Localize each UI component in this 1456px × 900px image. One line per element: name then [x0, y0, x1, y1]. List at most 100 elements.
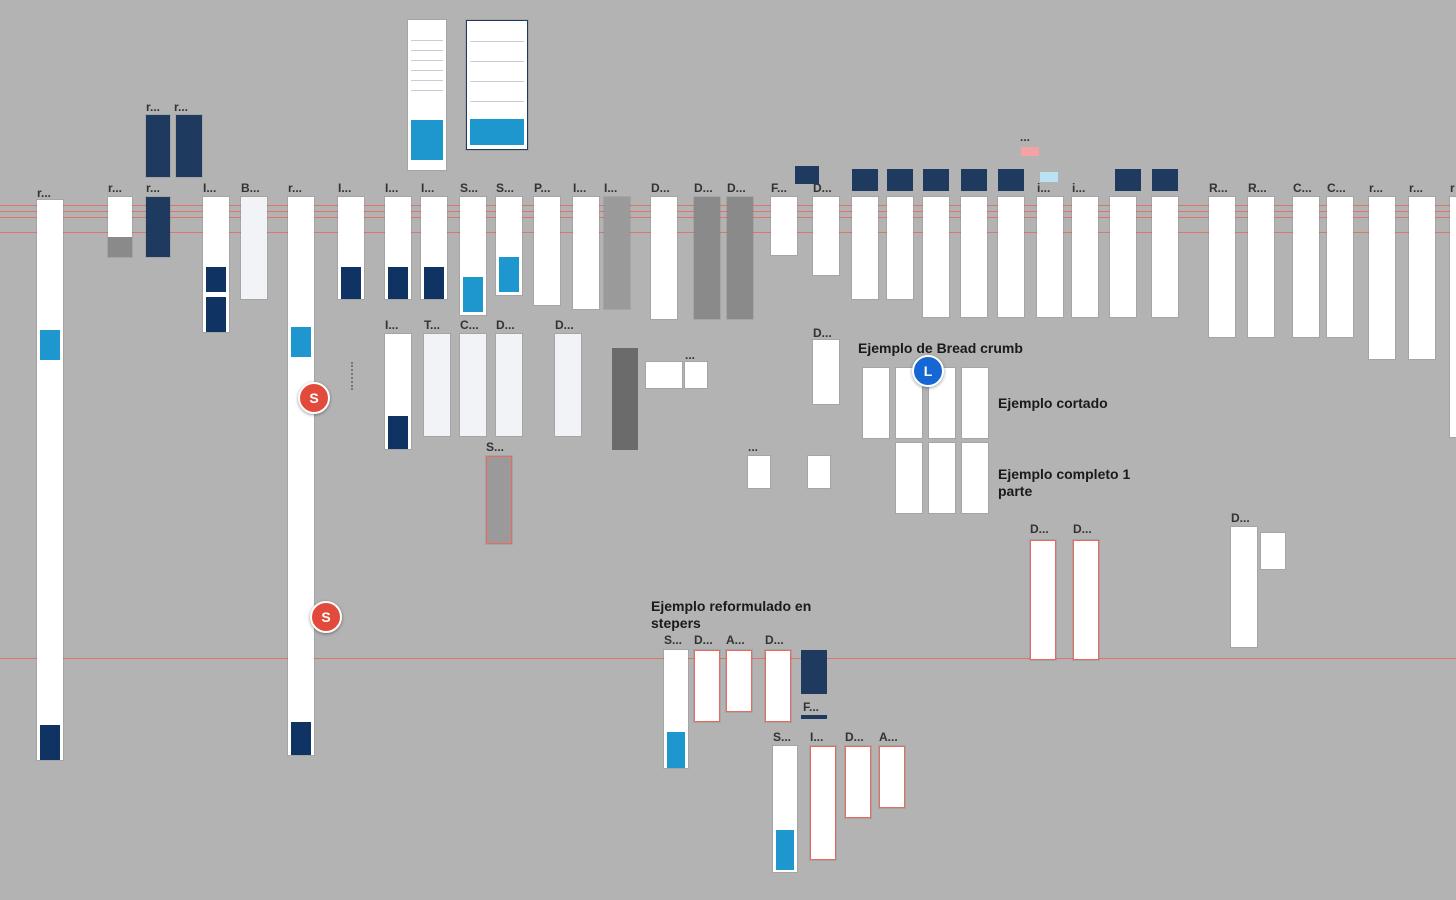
nav-thumbnail[interactable]: [998, 169, 1024, 191]
frame-screen[interactable]: [813, 340, 839, 404]
frame-label[interactable]: A...: [726, 633, 745, 647]
frame-screen[interactable]: [604, 197, 630, 309]
frame-label[interactable]: I...: [573, 181, 587, 195]
frame-screen[interactable]: [1110, 197, 1136, 317]
frame-label[interactable]: r...: [1409, 181, 1424, 195]
frame-label[interactable]: D...: [813, 181, 832, 195]
nav-thumbnail[interactable]: [801, 715, 827, 719]
frame-screen[interactable]: [1369, 197, 1395, 359]
gray-block[interactable]: [612, 348, 638, 450]
frame-stepper[interactable]: [726, 650, 752, 712]
nav-thumbnail[interactable]: [1152, 169, 1178, 191]
frame-label[interactable]: I...: [338, 181, 352, 195]
frame-screen[interactable]: [555, 334, 581, 436]
frame-screen[interactable]: [385, 334, 411, 449]
frame-label[interactable]: D...: [694, 181, 713, 195]
frame-label[interactable]: D...: [727, 181, 746, 195]
frame-screen[interactable]: [998, 197, 1024, 317]
nav-thumbnail[interactable]: [961, 169, 987, 191]
frame-label[interactable]: D...: [555, 318, 574, 332]
frame-label[interactable]: ...: [685, 348, 696, 362]
frame-label[interactable]: F...: [771, 181, 788, 195]
frame-label[interactable]: R...: [1248, 181, 1267, 195]
frame-stepper[interactable]: [810, 746, 836, 860]
frame-screen[interactable]: [1293, 197, 1319, 337]
frame-label[interactable]: r...: [1369, 181, 1384, 195]
frame-screen[interactable]: [694, 197, 720, 319]
frame-screen[interactable]: [923, 197, 949, 317]
frame-screen[interactable]: [771, 197, 797, 255]
frame-stepper[interactable]: [765, 650, 791, 722]
frame-modal[interactable]: [1261, 533, 1285, 569]
frame-label[interactable]: ...: [748, 440, 759, 454]
frame-dark-card[interactable]: [176, 115, 202, 177]
frame-stepper[interactable]: [694, 650, 720, 722]
frame-label[interactable]: S...: [664, 633, 683, 647]
frame-label[interactable]: S...: [773, 730, 792, 744]
frame-screen[interactable]: [1073, 540, 1099, 660]
frame-long-page[interactable]: [37, 200, 63, 760]
frame-screen[interactable]: [813, 197, 839, 275]
collaborator-avatar[interactable]: L: [912, 355, 944, 387]
frame-screen[interactable]: [1072, 197, 1098, 317]
frame-label[interactable]: A...: [879, 730, 898, 744]
frame-screen[interactable]: [421, 197, 447, 299]
color-marker[interactable]: [1040, 172, 1058, 182]
nav-thumbnail[interactable]: [887, 169, 913, 191]
frame-breadcrumb[interactable]: [896, 443, 922, 513]
frame-mobile-form[interactable]: [408, 20, 446, 170]
frame-mobile-summary[interactable]: [466, 20, 528, 150]
frame-screen[interactable]: [496, 197, 522, 295]
frame-screen[interactable]: [1409, 197, 1435, 359]
frame-label[interactable]: ...: [1020, 130, 1031, 144]
frame-label[interactable]: D...: [1231, 511, 1250, 525]
frame-label[interactable]: C...: [1327, 181, 1346, 195]
frame-stepper[interactable]: [773, 746, 797, 872]
frame-screen[interactable]: [1248, 197, 1274, 337]
frame-screen[interactable]: [146, 197, 170, 257]
frame-label[interactable]: B...: [241, 181, 260, 195]
frame-label[interactable]: C...: [1293, 181, 1312, 195]
frame-label[interactable]: D...: [845, 730, 864, 744]
frame-label[interactable]: S...: [486, 440, 505, 454]
frame-screen[interactable]: [808, 456, 830, 488]
frame-screen[interactable]: [573, 197, 599, 309]
frame-screen[interactable]: [203, 197, 229, 332]
nav-thumbnail[interactable]: [852, 169, 878, 191]
frame-label[interactable]: S...: [460, 181, 479, 195]
frame-label[interactable]: i...: [1072, 181, 1086, 195]
frame-breadcrumb[interactable]: [929, 443, 955, 513]
frame-label[interactable]: D...: [496, 318, 515, 332]
frame-label[interactable]: P...: [534, 181, 551, 195]
frame-label[interactable]: D...: [694, 633, 713, 647]
frame-label[interactable]: S...: [496, 181, 515, 195]
frame-dark-card[interactable]: [146, 115, 170, 177]
frame-label[interactable]: i...: [1037, 181, 1051, 195]
frame-screen[interactable]: [1231, 527, 1257, 647]
frame-breadcrumb[interactable]: [863, 368, 889, 438]
frame-screen[interactable]: [748, 456, 770, 488]
frame-screen[interactable]: [1037, 197, 1063, 317]
frame-long-page[interactable]: [288, 197, 314, 755]
frame-label[interactable]: I...: [810, 730, 824, 744]
frame-label[interactable]: I...: [385, 318, 399, 332]
nav-thumbnail[interactable]: [795, 166, 819, 184]
frame-screen[interactable]: [338, 197, 364, 299]
frame-label[interactable]: D...: [1030, 522, 1049, 536]
frame-label[interactable]: I...: [604, 181, 618, 195]
frame-label[interactable]: D...: [1073, 522, 1092, 536]
frame-label[interactable]: F...: [803, 700, 820, 714]
nav-thumbnail[interactable]: [923, 169, 949, 191]
frame-label[interactable]: T...: [424, 318, 441, 332]
frame-label[interactable]: r...: [146, 181, 161, 195]
frame-screen[interactable]: [1327, 197, 1353, 337]
frame-screen[interactable]: [1030, 540, 1056, 660]
frame-label[interactable]: C...: [460, 318, 479, 332]
frame-modal[interactable]: [685, 362, 707, 388]
frame-screen[interactable]: [1152, 197, 1178, 317]
frame-label[interactable]: r: [1450, 181, 1455, 195]
annotation-marks[interactable]: [351, 362, 377, 390]
frame-screen[interactable]: [385, 197, 411, 299]
frame-label[interactable]: R...: [1209, 181, 1228, 195]
